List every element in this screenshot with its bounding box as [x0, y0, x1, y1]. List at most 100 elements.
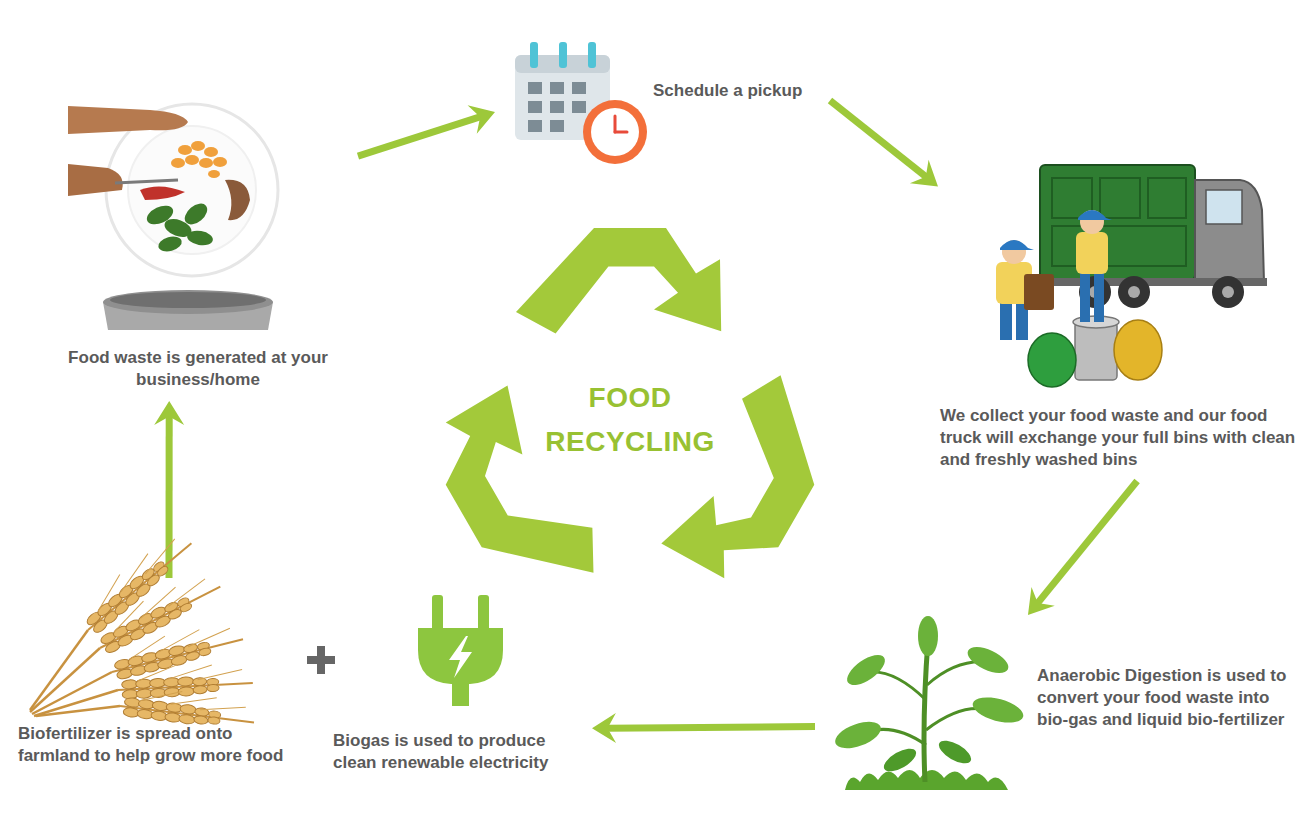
flow-arrow — [592, 713, 815, 743]
stage-node: Anaerobic Digestion is used to convert y… — [815, 615, 1299, 795]
food-plate-illustration — [191, 141, 205, 151]
workers-and-bins — [1080, 270, 1090, 322]
garbage-truck — [1052, 226, 1186, 266]
flow-arrow — [1037, 481, 1137, 603]
food-plate-illustration — [68, 104, 278, 330]
garbage-truck — [1128, 286, 1140, 298]
workers-and-bins — [1000, 240, 1034, 250]
plant-illustration — [970, 693, 1026, 728]
stage-node: Schedule a pickup — [495, 38, 830, 168]
food-plate-illustration — [68, 164, 123, 196]
workers-and-bins — [996, 210, 1162, 387]
power-plug-icon — [418, 595, 503, 706]
stage-caption: Biogas is used to produce clean renewabl… — [333, 730, 592, 774]
plus-sign — [317, 646, 325, 674]
garbage-truck — [1118, 276, 1150, 308]
calendar-icon — [615, 131, 627, 134]
plant-illustration — [964, 642, 1012, 679]
workers-and-bins — [1114, 320, 1162, 380]
plant-illustration — [880, 744, 919, 776]
plant-illustration — [935, 736, 974, 768]
workers-and-bins — [1000, 300, 1012, 340]
plant-illustration — [832, 716, 885, 753]
calendar-icon — [528, 120, 542, 132]
wheat-illustration — [117, 661, 253, 700]
food-plate-illustration — [199, 158, 213, 168]
wheat-illustration — [36, 706, 120, 716]
power-plug-icon — [449, 636, 472, 678]
food-plate-illustration — [115, 180, 178, 183]
garbage-truck — [1212, 276, 1244, 308]
flow-arrow — [358, 105, 495, 156]
workers-and-bins — [1076, 232, 1108, 274]
workers-and-bins — [1078, 210, 1112, 220]
food-plate-illustration — [185, 155, 199, 165]
recycle-symbol — [418, 384, 612, 615]
recycle-symbol — [659, 364, 853, 595]
food-plate-illustration — [181, 200, 211, 229]
power-plug-icon — [432, 595, 443, 631]
plant-illustration — [927, 662, 985, 685]
food-plate-illustration — [213, 157, 227, 167]
stage-caption: Schedule a pickup — [653, 80, 830, 102]
calendar-icon — [528, 82, 586, 132]
calendar-icon — [550, 120, 564, 132]
calendar-icon — [614, 116, 617, 132]
plant-illustration — [832, 616, 1026, 776]
recycle-symbol — [418, 228, 853, 615]
wheat-illustration — [107, 618, 246, 681]
garbage-truck — [1222, 286, 1234, 298]
calendar-icon — [572, 101, 586, 113]
flow-arrow — [1028, 587, 1055, 615]
calendar-icon — [591, 108, 639, 156]
wheat-illustration — [30, 630, 88, 710]
wheat-illustration — [30, 526, 257, 732]
calendar-icon — [550, 101, 564, 113]
calendar-icon — [588, 42, 596, 68]
garbage-truck — [1148, 178, 1186, 218]
stage-node: Biogas is used to produce clean renewabl… — [330, 585, 592, 784]
flow-arrow — [830, 100, 938, 186]
garbage-truck — [1206, 190, 1242, 224]
food-plate-illustration — [171, 141, 227, 178]
calendar-icon — [528, 82, 542, 94]
food-plate-illustration — [186, 229, 214, 247]
center-title: FOOD RECYCLING — [530, 376, 730, 464]
power-plug-icon — [478, 595, 489, 631]
flow-arrow — [1028, 481, 1137, 615]
garbage-truck — [1035, 165, 1267, 308]
food-plate-illustration — [68, 106, 188, 134]
calendar-icon — [515, 42, 647, 164]
food-plate-illustration — [204, 147, 218, 157]
flow-arrow — [154, 401, 184, 425]
garbage-truck — [1040, 165, 1195, 280]
flow-arrow — [607, 727, 815, 729]
wheat-illustration — [30, 648, 100, 712]
food-plate-illustration — [144, 200, 214, 254]
flow-arrow — [468, 105, 495, 134]
stage-caption: Biofertilizer is spread onto farmland to… — [18, 723, 290, 767]
food-plate-illustration — [140, 186, 185, 200]
flow-arrow — [830, 100, 926, 177]
flow-arrow — [166, 416, 173, 578]
plant-illustration — [842, 649, 890, 691]
flow-arrow — [592, 713, 616, 743]
calendar-icon — [583, 100, 647, 164]
food-plate-illustration — [208, 170, 220, 178]
stage-node: We collect your food waste and our food … — [938, 150, 1300, 481]
plus-sign — [307, 646, 335, 674]
workers-and-bins — [1024, 274, 1054, 310]
plant-illustration — [832, 616, 1026, 790]
calendar-icon — [559, 42, 567, 68]
plant-illustration — [870, 672, 926, 700]
workers-and-bins — [1075, 322, 1117, 380]
power-plug-icon — [418, 628, 503, 684]
stage-caption: Food waste is generated at your business… — [38, 347, 358, 391]
plant-illustration — [924, 640, 928, 782]
food-plate-illustration — [178, 145, 192, 155]
food-plate-illustration — [103, 290, 273, 314]
stage-node: Food waste is generated at your business… — [38, 95, 358, 401]
flow-arrow — [154, 401, 184, 578]
stage-node: Biofertilizer is spread onto farmland to… — [15, 578, 290, 777]
